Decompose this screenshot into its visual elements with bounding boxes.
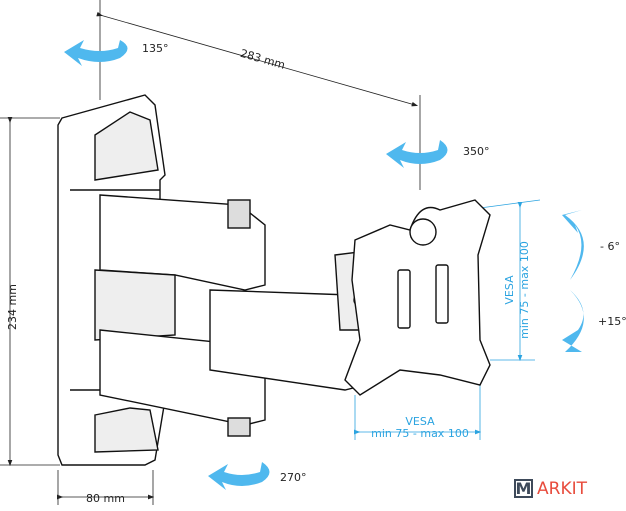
plate-width-label: 80 mm (86, 492, 125, 505)
dimension-lines (0, 0, 421, 505)
vesa-vertical-range: min 75 - max 100 (518, 241, 531, 339)
vesa-plate (344, 199, 491, 396)
rotation-arrows (64, 40, 584, 490)
height-label: 234 mm (6, 284, 19, 330)
rotation-arrow-bottom-icon (208, 462, 270, 490)
logo-mark: M (514, 479, 533, 498)
tilt-down-arrow-icon (562, 290, 584, 352)
tilt-up-arrow-icon (562, 210, 584, 280)
vesa-vertical-title: VESA (503, 275, 516, 305)
vesa-horizontal-range: min 75 - max 100 (371, 427, 469, 440)
rotation-label-head: 350° (463, 145, 490, 158)
rotation-label-bottom: 270° (280, 471, 307, 484)
swing-arms (94, 194, 381, 437)
logo-text: ARKIT (537, 479, 587, 499)
vesa-horizontal-title: VESA (405, 415, 435, 428)
rotation-arrow-head-icon (386, 140, 448, 168)
rotation-arrow-top-icon (64, 40, 128, 66)
tilt-up-label: - 6° (600, 240, 620, 253)
tilt-down-label: +15° (598, 315, 626, 328)
rotation-label-top: 135° (142, 42, 169, 55)
vesa-dimension-lines (353, 199, 541, 440)
arm-length-label: 283 mm (239, 47, 287, 72)
